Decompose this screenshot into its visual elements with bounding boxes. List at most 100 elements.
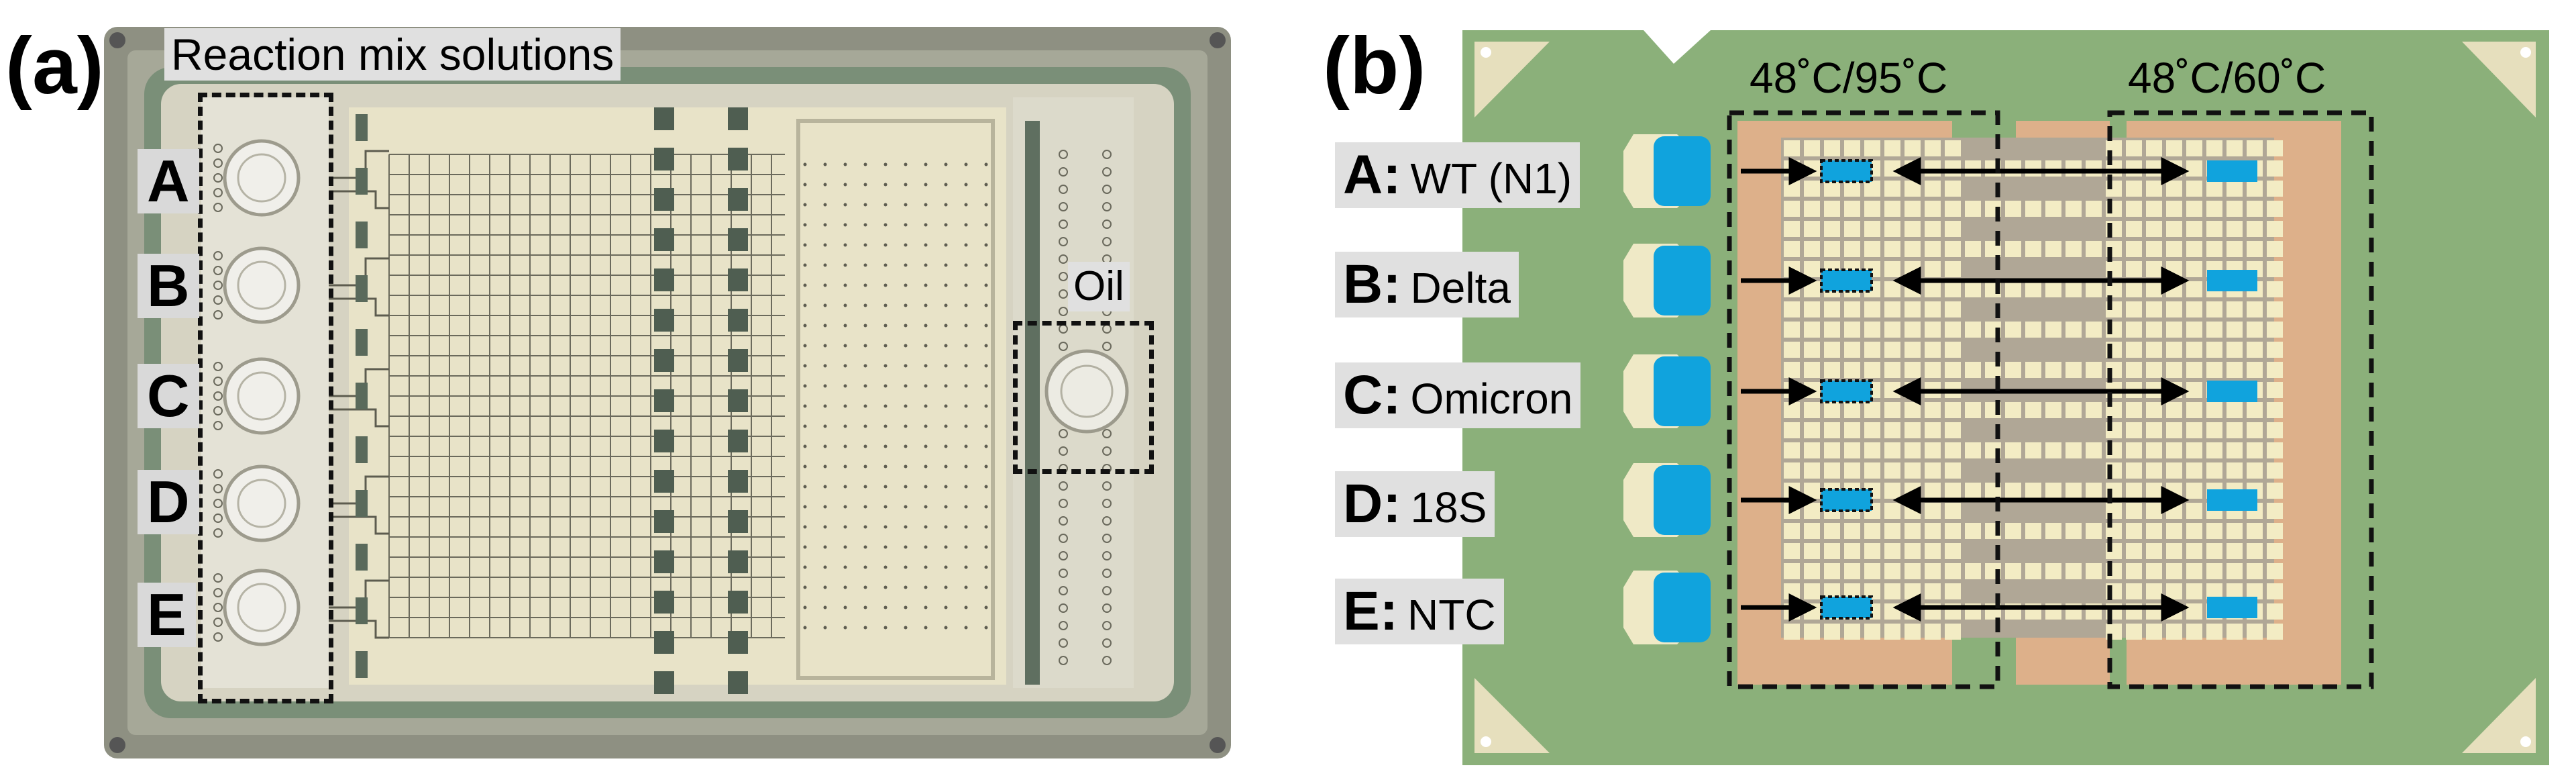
grid-cell bbox=[1824, 523, 1840, 539]
grid-cell bbox=[2267, 563, 2283, 579]
grid-cell bbox=[1925, 322, 1941, 338]
grid-cell bbox=[1965, 442, 1981, 458]
grid-dot bbox=[823, 485, 827, 489]
grid-dot bbox=[984, 505, 988, 509]
sample-name: WT (N1) bbox=[1410, 154, 1572, 203]
valve-bar bbox=[654, 268, 674, 291]
grid-cell bbox=[2146, 583, 2162, 599]
grid-cell bbox=[2267, 322, 2283, 338]
grid-dot bbox=[964, 545, 968, 549]
grid-cell bbox=[2146, 523, 2162, 539]
grid-dot bbox=[803, 626, 807, 630]
grid-cell bbox=[1824, 422, 1840, 438]
oil-hole bbox=[1059, 342, 1068, 351]
grid-cell bbox=[2206, 543, 2222, 559]
grid-dot bbox=[803, 223, 807, 227]
grid-cell bbox=[1884, 523, 1900, 539]
panel-b-letter: (b) bbox=[1323, 21, 1426, 111]
oil-hole bbox=[1059, 603, 1068, 613]
grid-cell bbox=[2186, 281, 2202, 297]
grid-dot bbox=[924, 565, 928, 569]
grid-dot bbox=[863, 344, 867, 348]
grid-dot bbox=[803, 243, 807, 247]
valve-bars bbox=[356, 107, 748, 694]
oil-hole bbox=[1059, 586, 1068, 595]
valve-bar bbox=[728, 550, 748, 573]
grid-cell bbox=[2267, 181, 2283, 197]
valve-bar bbox=[654, 430, 674, 452]
valve-bar bbox=[654, 309, 674, 332]
grid-cell bbox=[1884, 624, 1900, 640]
oil-hole bbox=[1102, 167, 1112, 177]
grid-cell bbox=[1804, 503, 1820, 519]
grid-cell bbox=[2025, 322, 2041, 338]
grid-cell bbox=[1925, 503, 1941, 519]
grid-cell bbox=[1884, 382, 1900, 398]
grid-cell bbox=[1904, 140, 1921, 156]
grid-cell bbox=[2226, 624, 2243, 640]
grid-cell bbox=[1864, 462, 1880, 479]
oil-hole bbox=[1059, 516, 1068, 526]
oil-hole bbox=[1059, 656, 1068, 665]
zone2-chamber bbox=[2207, 270, 2257, 291]
grid-cell bbox=[1945, 181, 1961, 197]
grid-dot bbox=[823, 424, 827, 428]
grid-dot bbox=[924, 605, 928, 609]
grid-cell bbox=[2206, 523, 2222, 539]
grid-cell bbox=[2226, 342, 2243, 358]
grid-dot bbox=[924, 263, 928, 267]
flow-arrows bbox=[1741, 157, 2190, 622]
grid-cell bbox=[1784, 362, 1800, 378]
grid-dot bbox=[984, 464, 988, 469]
grid-cell bbox=[2226, 543, 2243, 559]
grid-cell bbox=[2146, 624, 2162, 640]
oil-hole bbox=[1059, 289, 1068, 299]
row-label-c: C bbox=[138, 364, 199, 428]
grid-dot bbox=[964, 605, 968, 609]
grid-cell bbox=[2005, 402, 2021, 418]
oil-hole bbox=[1102, 446, 1112, 456]
inlet-channel bbox=[329, 408, 389, 428]
reaction-grid bbox=[1784, 140, 2283, 640]
grid-dot bbox=[984, 324, 988, 328]
valve-bar bbox=[728, 309, 748, 332]
grid-cell bbox=[1844, 322, 1860, 338]
grid-cell bbox=[2226, 181, 2243, 197]
grid-cell bbox=[2146, 402, 2162, 418]
reagent-well-inner bbox=[237, 583, 286, 632]
grid-dot bbox=[883, 626, 888, 630]
oil-hole bbox=[1059, 429, 1068, 438]
grid-cell bbox=[2166, 422, 2182, 438]
grid-cell bbox=[2166, 221, 2182, 237]
grid-cell bbox=[1784, 523, 1800, 539]
grid-cell bbox=[2146, 160, 2162, 177]
grid-dot bbox=[803, 384, 807, 388]
grid-dot bbox=[904, 505, 908, 509]
grid-dot bbox=[944, 324, 948, 328]
grid-cell bbox=[1884, 221, 1900, 237]
grid-dot bbox=[843, 404, 847, 408]
row-label-a: A bbox=[138, 149, 199, 213]
grid-dot bbox=[984, 605, 988, 609]
valve-bar bbox=[356, 651, 368, 678]
grid-cell bbox=[1804, 221, 1820, 237]
grid-dot bbox=[984, 565, 988, 569]
grid-dot bbox=[964, 404, 968, 408]
grid-cell bbox=[2065, 523, 2082, 539]
grid-cell bbox=[2166, 483, 2182, 499]
grid-cell bbox=[1824, 140, 1840, 156]
grid-cell bbox=[1804, 523, 1820, 539]
reagent-well-inner bbox=[237, 371, 286, 421]
grid-cell bbox=[2166, 322, 2182, 338]
grid-cell bbox=[1945, 402, 1961, 418]
grid-dot bbox=[863, 585, 867, 589]
grid-cell bbox=[1925, 483, 1941, 499]
grid-cell bbox=[1945, 301, 1961, 317]
grid-dot bbox=[944, 243, 948, 247]
grid-cell bbox=[2267, 362, 2283, 378]
well-hole bbox=[213, 310, 223, 320]
grid-cell bbox=[2065, 483, 2082, 499]
inlet-channel bbox=[329, 257, 389, 287]
grid-cell bbox=[1884, 261, 1900, 277]
grid-cell bbox=[1884, 583, 1900, 599]
